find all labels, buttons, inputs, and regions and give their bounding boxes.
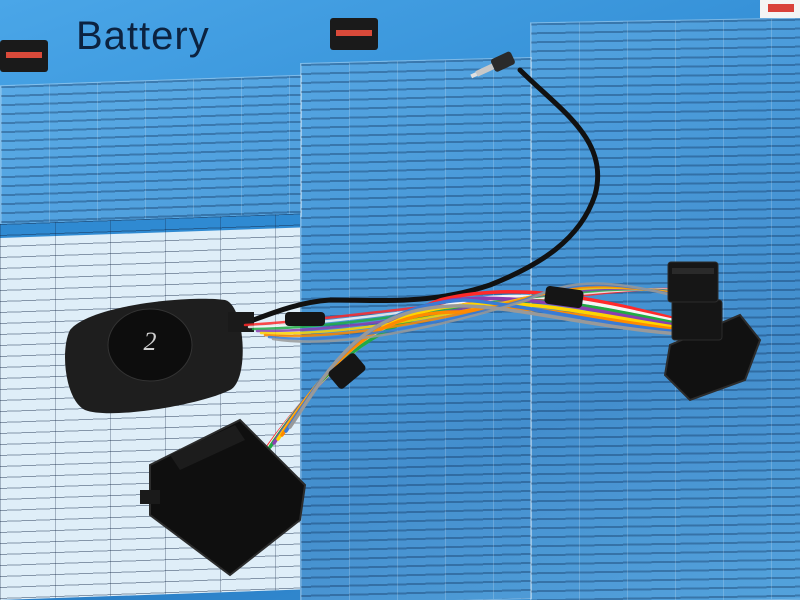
- heat-shrink-sleeve: [544, 285, 584, 309]
- heat-shrink-sleeve: [328, 353, 366, 389]
- interface-module: 2: [65, 298, 254, 414]
- wire-bundle: [243, 282, 692, 457]
- iso-connector-front: [140, 418, 307, 577]
- audio-cable: [245, 67, 601, 325]
- battery-icon: [0, 40, 48, 72]
- brand-corner-badge: [760, 0, 800, 18]
- heat-shrink-sleeve: [285, 312, 325, 326]
- poster-title: Battery: [76, 14, 210, 58]
- svg-text:2: 2: [144, 327, 157, 356]
- module-logo: [107, 308, 193, 382]
- wire: [271, 282, 692, 343]
- battery-icon: [330, 18, 378, 50]
- iso-connector-right: [663, 261, 762, 402]
- jack-plug: [470, 51, 515, 79]
- wire: [288, 304, 682, 429]
